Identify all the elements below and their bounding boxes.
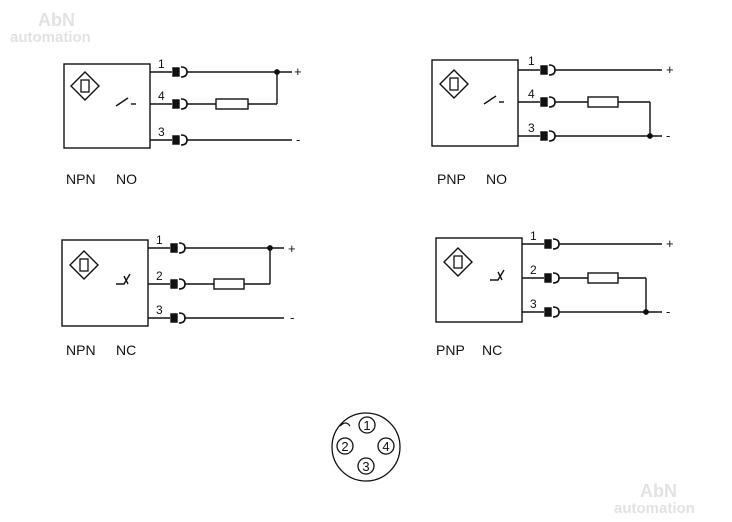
sensor-icon [70,71,100,101]
no-switch-icon [483,95,497,105]
diagram-pnp-no [431,59,662,147]
nc-switch-icon [116,273,131,285]
load-resistor [587,96,619,108]
diagram-pnp-nc [435,237,662,323]
connector-pin-label-4: 4 [382,439,389,454]
polarity-plus: + [288,241,296,256]
load-resistor [213,278,245,290]
polarity-minus: - [296,132,300,147]
polarity-minus: - [666,304,670,319]
pin-label-1: 1 [156,233,163,247]
type-label: NPN [66,171,96,187]
watermark-sub: automation [10,29,91,46]
watermark-brand: AbN [38,10,75,30]
polarity-minus: - [290,310,294,325]
connector-pin-4 [377,437,395,455]
connector-pin-1 [358,416,376,434]
pin-label-3: 3 [528,121,535,135]
polarity-minus: - [666,128,670,143]
load-resistor [215,98,249,110]
pin-label-3: 3 [158,125,165,139]
contact-label: NO [116,171,137,187]
sensor-icon [443,247,473,277]
polarity-plus: + [666,62,674,77]
pin-label-2: 2 [530,263,537,277]
contact-label: NC [482,342,502,358]
no-switch-icon [115,97,129,107]
pin-label-2: 4 [528,87,535,101]
diagram-npn-no [63,63,292,149]
connector-key-notch [339,422,351,427]
connector-pin-3 [357,457,375,475]
sensor-body [61,239,149,327]
pin-label-1: 1 [528,54,535,68]
pin-label-1: 1 [530,229,537,243]
connector-pin-label-2: 2 [341,439,348,454]
pin-label-2: 2 [156,269,163,283]
sensor-body [431,59,519,147]
polarity-plus: + [294,64,302,79]
pin-label-3: 3 [156,303,163,317]
connector-pin-label-3: 3 [362,459,369,474]
type-label: PNP [436,342,465,358]
sensor-body [63,63,151,149]
sensor-icon [69,250,99,280]
contact-label: NC [116,342,136,358]
watermark-top-left: AbN automation [10,10,91,46]
nc-switch-icon [490,269,505,281]
sensor-body [435,237,523,323]
contact-label: NO [486,171,507,187]
diagram-npn-nc [61,239,284,327]
connector-pin-label-1: 1 [363,418,370,433]
watermark-bottom-right: AbN automation [614,481,695,517]
watermark-sub: automation [614,500,695,517]
type-label: NPN [66,342,96,358]
sensor-icon [439,69,469,99]
pin-label-1: 1 [158,57,165,71]
load-resistor [587,272,619,284]
polarity-plus: + [666,236,674,251]
watermark-brand: AbN [640,481,677,501]
connector-pin-2 [336,437,354,455]
pin-label-2: 4 [158,89,165,103]
connector-pinout [331,412,401,482]
pin-label-3: 3 [530,297,537,311]
type-label: PNP [437,171,466,187]
connector-outline [331,412,401,482]
